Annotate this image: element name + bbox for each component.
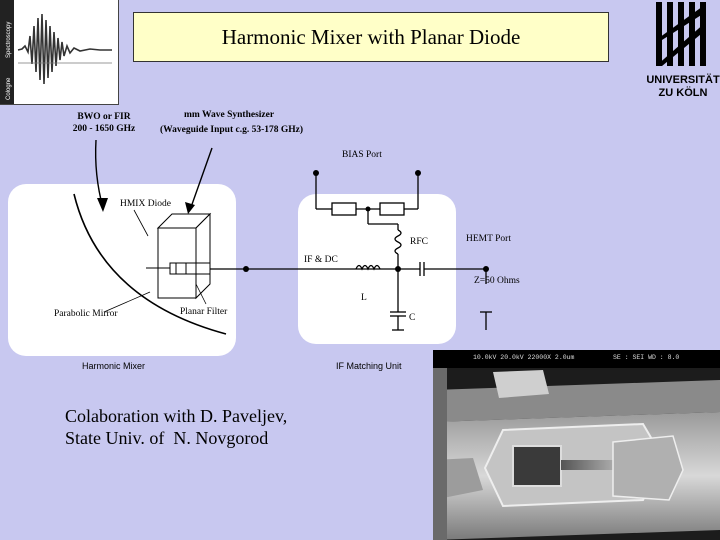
hmix-diode-block [146,212,212,300]
sem-header-right: SE : SEI WD : 8.0 [613,354,680,361]
hemt-port-label: HEMT Port [466,234,511,244]
if-matching-unit-label: IF Matching Unit [336,361,402,371]
inductor-label: L [361,293,367,303]
source-label-line1: BWO or FIR [77,112,131,122]
spectroscopy-waveform-logo-icon: Spectroscopy Cologne [0,0,112,104]
synth-label-line1: mm Wave Synthesizer [184,110,275,120]
university-name-line2: ZU KÖLN [658,87,708,99]
bias-port-label: BIAS Port [342,150,382,160]
sem-photo-icon [433,368,720,540]
synth-arrow [189,147,213,211]
university-logo: UNIVERSITÄT ZU KÖLN [646,0,720,104]
sem-micrograph: 10.0kV 20.0kV 22000X 2.0um SE : SEI WD :… [433,350,720,540]
credit-line-2: State Univ. of N. Novgorod [65,428,269,448]
spectroscopy-logo: Spectroscopy Cologne [0,0,119,105]
university-emblem-icon [656,2,706,66]
collaboration-credit: Colaboration with D. Paveljev, State Uni… [65,405,287,449]
rfc-choke [394,229,402,255]
logo-side-text-2: Cologne [6,77,12,100]
if-dc-label: IF & DC [304,255,338,265]
planar-filter-label: Planar Filter [180,307,228,317]
slide-title-box: Harmonic Mixer with Planar Diode [133,12,609,62]
logo-side-text-1: Spectroscopy [6,22,12,58]
synth-arrowhead-icon [185,202,195,214]
bias-resistor-2 [379,202,405,216]
university-name-line1: UNIVERSITÄT [646,74,720,86]
parabolic-mirror-curve [73,193,227,335]
synth-label-line2: (Waveguide Input c.g. 53-178 GHz) [160,125,304,135]
source-label-line2: 200 - 1650 GHz [72,124,136,134]
hmix-diode-label: HMIX Diode [120,199,171,209]
capacitor-label: C [409,313,416,323]
bias-resistor-1 [331,202,357,216]
rfc-label: RFC [410,237,428,247]
credit-line-1: Colaboration with D. Paveljev, [65,406,288,426]
parabolic-mirror-label: Parabolic Mirror [54,309,118,319]
impedance-label: Z=50 Ohms [474,276,520,286]
bwo-arrowhead-icon [97,198,108,212]
sem-header-bar: 10.0kV 20.0kV 22000X 2.0um SE : SEI WD :… [433,350,720,368]
sem-header-left: 10.0kV 20.0kV 22000X 2.0um [473,354,575,361]
inductor-l [355,264,381,271]
slide-title: Harmonic Mixer with Planar Diode [221,24,521,49]
bwo-beam-arrow [94,139,104,209]
harmonic-mixer-label: Harmonic Mixer [82,361,146,371]
